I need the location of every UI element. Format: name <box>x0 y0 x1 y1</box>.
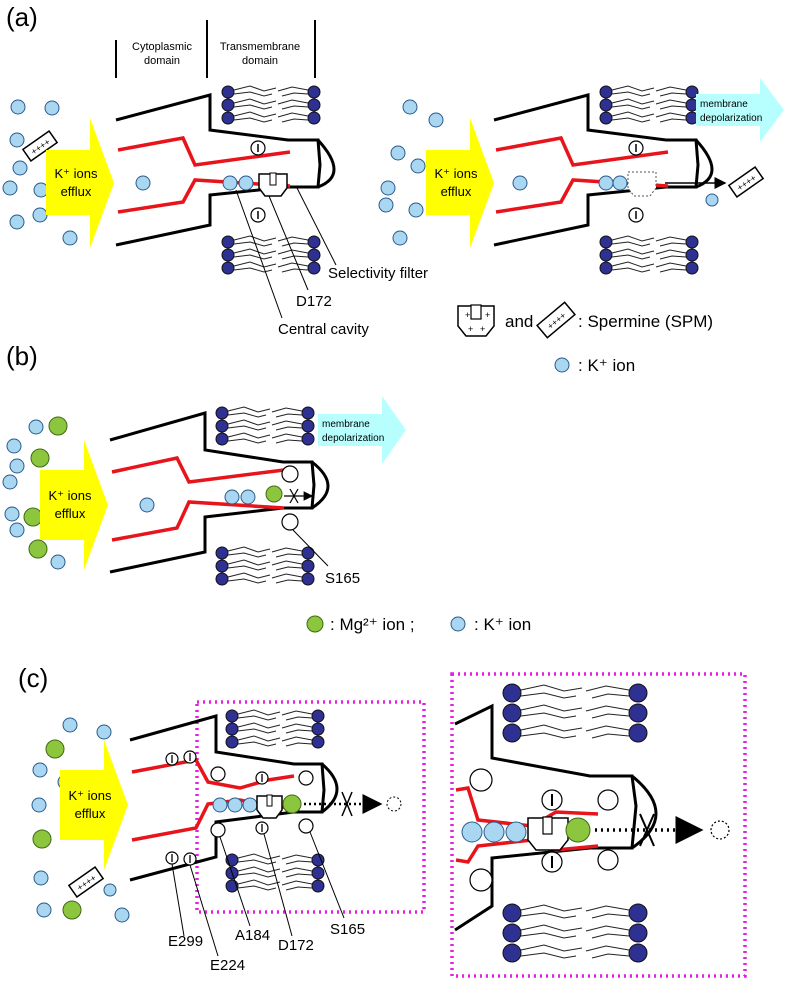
svg-text:+: + <box>485 310 490 320</box>
svg-text:efflux: efflux <box>441 184 472 199</box>
spermine-molecule <box>256 795 283 819</box>
panel-label-c: (c) <box>18 663 48 693</box>
svg-text:membrane: membrane <box>322 419 370 430</box>
spermine-ghost <box>627 171 657 197</box>
depolarization-arrow-b: membrane depolarization <box>318 396 406 464</box>
svg-text:K⁺ ions: K⁺ ions <box>69 788 112 803</box>
channel-wall-end-zoom <box>631 774 658 850</box>
red-helix-top <box>495 136 669 167</box>
red-helix-top <box>131 758 295 790</box>
k-ion <box>238 175 254 191</box>
channel-wall-end <box>311 460 330 510</box>
legend-b: : Mg²⁺ ion ; : K⁺ ion <box>306 615 531 634</box>
e299-label: E299 <box>168 933 203 950</box>
svg-text:efflux: efflux <box>75 806 106 821</box>
channel-b <box>109 407 330 585</box>
spermine-linear-released: ++++ <box>727 166 765 198</box>
e224-label: E224 <box>210 957 245 974</box>
zoom-inset-box <box>450 672 747 978</box>
mg-ion-zoom <box>565 817 591 843</box>
k-ion <box>135 175 151 191</box>
efflux-arrow-a-left: K⁺ ions efflux <box>46 118 114 248</box>
membrane-lipids-bottom <box>600 236 698 274</box>
channel-wall-outline <box>115 93 322 247</box>
channel-wall-end <box>321 762 339 814</box>
efflux-arrow-b: K⁺ ions efflux <box>40 440 108 570</box>
membrane-lipids-bottom <box>222 236 320 274</box>
d172-label: D172 <box>296 293 332 310</box>
red-helix-bottom-zoom <box>455 838 599 864</box>
svg-text:membrane: membrane <box>700 99 748 110</box>
svg-text:K⁺ ions: K⁺ ions <box>49 488 92 503</box>
membrane-lipids-top <box>222 86 320 124</box>
transmembrane-label-2: domain <box>242 55 278 67</box>
zoom-inset-content <box>454 684 730 962</box>
svg-text:K⁺ ions: K⁺ ions <box>435 166 478 181</box>
legend-and: and <box>505 312 533 331</box>
transmembrane-label-1: Transmembrane <box>220 41 300 53</box>
k-ion <box>705 193 719 207</box>
membrane-lipids-top <box>226 710 324 748</box>
membrane-lipids-top <box>216 407 314 445</box>
s165-label-b: S165 <box>325 570 360 587</box>
channel-wall-end <box>694 138 714 189</box>
mg-ion <box>282 794 302 814</box>
channel-wall-outline-zoom <box>454 703 638 932</box>
target-position <box>386 796 402 812</box>
mg-ion <box>265 485 283 503</box>
efflux-label-2: efflux <box>61 184 92 199</box>
a184-label: A184 <box>235 927 270 944</box>
legend-spermine-label: : Spermine (SPM) <box>578 312 713 331</box>
membrane-lipids-bottom <box>216 547 314 585</box>
svg-text:+: + <box>480 324 485 334</box>
spermine-linear-c: ++++ <box>67 866 105 898</box>
svg-text:: Mg²⁺ ion ;: : Mg²⁺ ion ; <box>330 615 415 634</box>
membrane-lipids-top-zoom <box>503 684 647 742</box>
channel-a-open <box>493 86 727 274</box>
legend-spermine: + + + + and ++++ : Spermine (SPM) <box>457 301 713 339</box>
channel-a-closed <box>115 86 336 274</box>
membrane-lipids-bottom-zoom <box>503 904 647 962</box>
svg-text:depolarization: depolarization <box>700 113 762 124</box>
ions-outside-a-right <box>378 99 444 246</box>
red-helix-top-zoom <box>455 786 599 828</box>
efflux-arrow-a-right: K⁺ ions efflux <box>426 118 494 248</box>
zoom-region-box <box>195 700 426 914</box>
channel-wall-outline <box>109 411 316 574</box>
red-helix-top <box>117 136 291 167</box>
depolarization-arrow-a: membrane depolarization <box>696 78 784 142</box>
ions-outside-a <box>2 99 78 246</box>
ions-outside-b <box>2 416 68 570</box>
central-cavity-label: Central cavity <box>278 321 369 338</box>
legend-k-ion-a: : K⁺ ion <box>554 356 635 375</box>
red-helix-top <box>111 456 285 484</box>
panel-label-a: (a) <box>6 2 38 32</box>
svg-text:+: + <box>465 310 470 320</box>
d172-label-c: D172 <box>278 937 314 954</box>
channel-wall-outline <box>493 93 700 247</box>
svg-text:depolarization: depolarization <box>322 433 384 444</box>
membrane-lipids-top <box>600 86 698 124</box>
channel-wall-end <box>316 138 336 189</box>
panel-label-b: (b) <box>6 341 38 371</box>
s165-label-c: S165 <box>330 921 365 938</box>
svg-text:+: + <box>468 324 473 334</box>
selectivity-filter-label: Selectivity filter <box>328 265 428 282</box>
cytoplasmic-label-1: Cytoplasmic <box>132 41 192 53</box>
svg-text:: K⁺ ion: : K⁺ ion <box>474 615 531 634</box>
red-helix-bottom <box>111 500 285 542</box>
k-ion <box>222 175 238 191</box>
svg-text:: K⁺ ion: : K⁺ ion <box>578 356 635 375</box>
efflux-arrow-c: K⁺ ions efflux <box>60 740 128 870</box>
svg-text:efflux: efflux <box>55 506 86 521</box>
efflux-label-1: K⁺ ions <box>55 166 98 181</box>
channel-c <box>129 710 402 892</box>
cytoplasmic-label-2: domain <box>144 55 180 67</box>
